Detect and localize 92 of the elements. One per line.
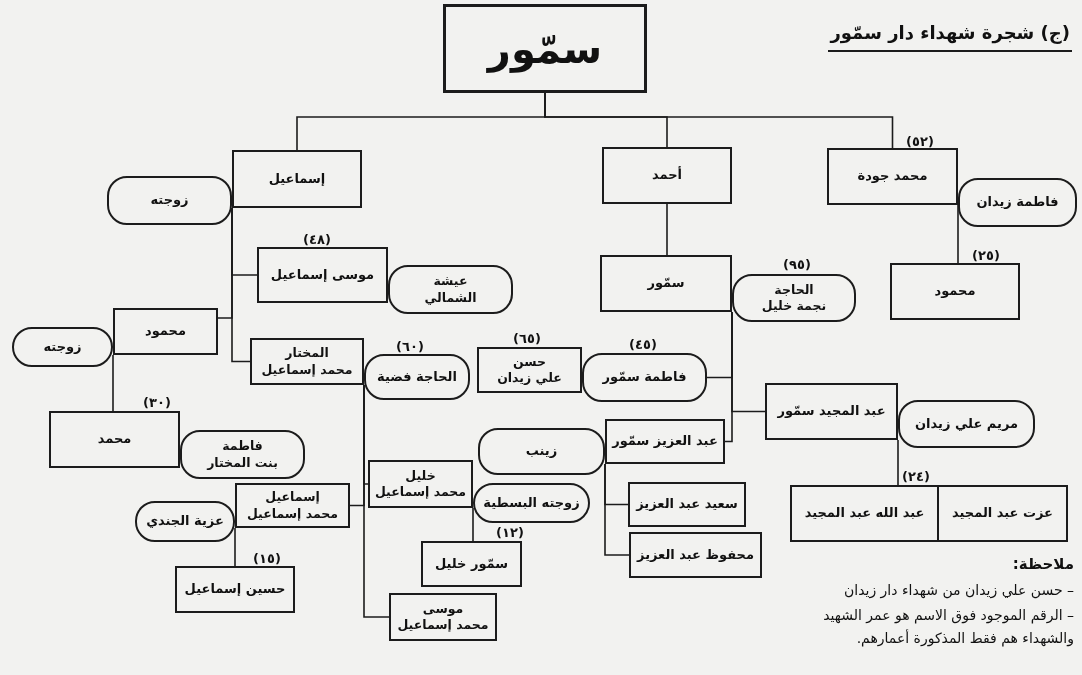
connector-line xyxy=(604,463,630,556)
person-name: زوجته xyxy=(43,338,82,356)
name-box xyxy=(765,383,898,440)
connector-line xyxy=(897,439,899,486)
name-box xyxy=(827,148,958,205)
name-box xyxy=(600,255,732,312)
person-name: سمّور xyxy=(647,275,685,292)
root-name-box xyxy=(443,4,647,93)
person-name: زوجته xyxy=(150,192,189,209)
connector-line xyxy=(363,384,390,618)
rounded-name-box xyxy=(364,354,470,400)
rounded-name-box xyxy=(107,176,232,225)
name-box xyxy=(605,419,725,464)
rounded-name-box xyxy=(135,501,235,542)
name-box xyxy=(790,485,939,542)
note-text: – الرقم الموجود فوق الاسم هو عمر الشهيد والشهداء هم فقط المذكورة أعمارهم. xyxy=(822,606,1074,649)
rounded-name-box xyxy=(898,400,1035,448)
rounded-name-box xyxy=(582,353,707,402)
person-name: مريم علي زيدان xyxy=(915,415,1018,433)
rounded-name-box xyxy=(388,265,513,314)
name-box xyxy=(628,482,746,527)
rounded-name-box xyxy=(732,274,856,322)
person-name: عبد المجيد سمّور xyxy=(777,403,886,420)
name-box xyxy=(477,347,582,393)
age-label: (٩٥) xyxy=(783,257,811,271)
person-name: محمد xyxy=(97,431,132,448)
age-label: (٢٥) xyxy=(972,248,1000,262)
name-box xyxy=(113,308,218,355)
connector-line xyxy=(544,92,894,149)
name-box xyxy=(890,263,1020,320)
name-box xyxy=(629,532,762,578)
age-label: (٢٤) xyxy=(902,469,930,483)
name-box xyxy=(232,150,362,208)
connector-line xyxy=(724,311,733,443)
connector-line xyxy=(472,507,474,542)
person-name: محفوظ عبد العزيز xyxy=(637,546,754,564)
rounded-name-box xyxy=(958,178,1077,227)
name-box xyxy=(257,247,388,303)
connector-line xyxy=(112,354,114,412)
name-box xyxy=(389,593,497,641)
person-name: عبد العزيز سمّور xyxy=(612,433,718,450)
person-name: عبد الله عبد المجيد xyxy=(804,505,925,522)
person-name: خليل محمد إسماعيل xyxy=(374,467,467,501)
person-name: سمّور خليل xyxy=(434,555,509,573)
person-name: سعيد عبد العزيز xyxy=(636,496,738,513)
name-box xyxy=(175,566,295,613)
age-label: (٤٨) xyxy=(303,232,331,246)
age-label: (٣٠) xyxy=(143,395,171,409)
connector-line xyxy=(234,527,236,567)
age-label: (١٢) xyxy=(496,525,524,539)
name-box xyxy=(49,411,180,468)
name-box xyxy=(939,485,1068,542)
person-name: فاطمة بنت المختار xyxy=(207,438,278,471)
person-name: سمّور xyxy=(487,24,603,75)
person-name: الحاجة نجمة خليل xyxy=(761,281,827,315)
person-name: حسين إسماعيل xyxy=(184,581,286,598)
person-name: عزية الجندي xyxy=(146,513,224,530)
age-label: (١٥) xyxy=(253,551,281,565)
age-label: (٤٥) xyxy=(629,337,657,351)
person-name: إسماعيل محمد إسماعيل xyxy=(246,489,339,522)
person-name: محمد جودة xyxy=(857,168,928,185)
person-name: محمود xyxy=(934,283,976,300)
name-box xyxy=(235,483,350,528)
person-name: عيشة الشمالي xyxy=(424,273,477,306)
person-name: إسماعيل xyxy=(268,170,326,188)
rounded-name-box xyxy=(12,327,113,367)
person-name: عزت عبد المجيد xyxy=(952,505,1053,522)
person-name: فاطمة سمّور xyxy=(602,369,687,386)
connector-line xyxy=(666,203,668,256)
age-label: (٦٠) xyxy=(396,339,424,353)
person-name: زوجته البسطية xyxy=(483,494,580,512)
diagram-title: (ج) شجرة شهداء دار سمّور xyxy=(828,22,1072,52)
rounded-name-box xyxy=(478,428,605,475)
name-box xyxy=(602,147,732,204)
person-name: الحاجة فضية xyxy=(377,368,457,386)
rounded-name-box xyxy=(180,430,305,479)
rounded-name-box xyxy=(473,483,590,523)
person-name: زينب xyxy=(525,443,558,460)
age-label: (٦٥) xyxy=(513,331,541,345)
person-name: المختار محمد إسماعيل xyxy=(261,345,353,378)
person-name: فاطمة زيدان xyxy=(976,194,1059,211)
person-name: موسى محمد إسماعيل xyxy=(397,600,489,634)
name-box xyxy=(250,338,364,385)
person-name: محمود xyxy=(145,323,186,340)
person-name: أحمد xyxy=(651,167,683,184)
name-box xyxy=(421,541,522,587)
person-name: موسى إسماعيل xyxy=(270,266,375,284)
person-name: حسن علي زيدان xyxy=(497,353,562,387)
name-box xyxy=(368,460,473,508)
note-heading: ملاحظة: xyxy=(1011,554,1074,575)
note-text: – حسن علي زيدان من شهداء دار زيدان xyxy=(843,581,1074,601)
age-label: (٥٢) xyxy=(906,134,934,148)
